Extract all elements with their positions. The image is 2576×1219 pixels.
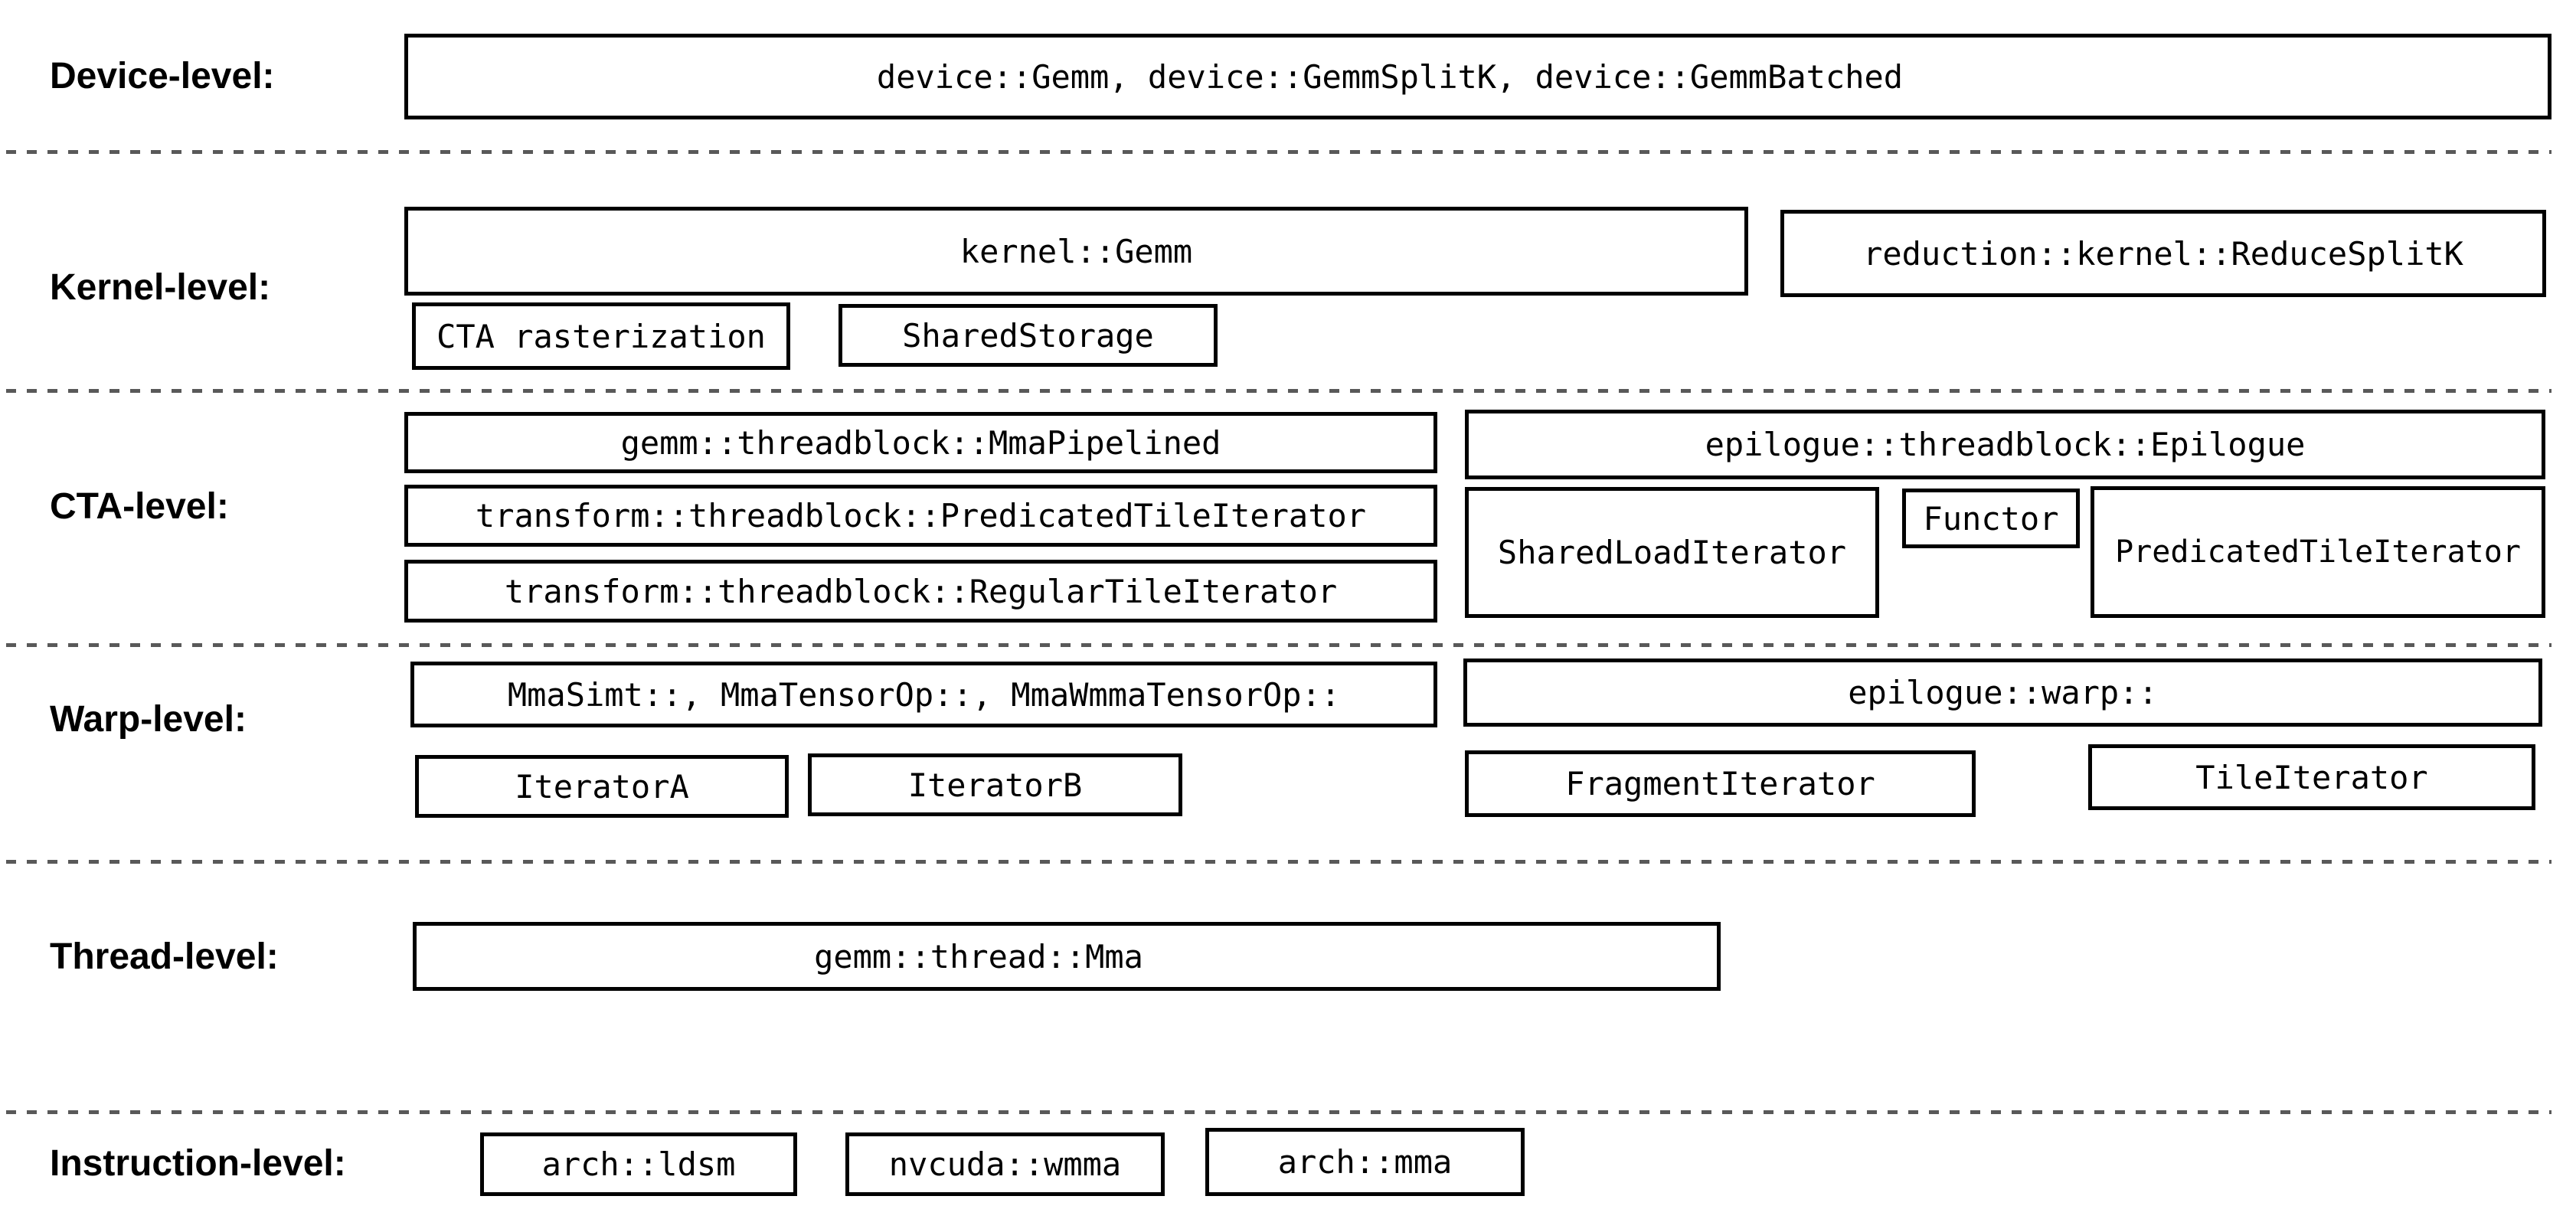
box-predicated-tile-iterator-epilogue: PredicatedTileIterator: [2091, 486, 2545, 618]
separator-warp-thread: [6, 860, 2551, 864]
level-label-instruction: Instruction-level:: [50, 1143, 346, 1184]
box-predicated-tile-iterator-epilogue-text: PredicatedTileIterator: [2115, 534, 2521, 570]
level-label-device: Device-level:: [50, 56, 275, 96]
box-cta-rasterization-text: CTA rasterization: [436, 317, 766, 355]
level-label-thread: Thread-level:: [50, 936, 279, 977]
box-kernel-gemm: kernel::Gemm: [404, 207, 1748, 296]
separator-cta-warp: [6, 643, 2551, 647]
level-label-cta: CTA-level:: [50, 486, 229, 527]
box-predicated-tile-iterator-cta-text: transform::threadblock::PredicatedTileIt…: [475, 497, 1367, 534]
box-regular-tile-iterator: transform::threadblock::RegularTileItera…: [404, 560, 1437, 623]
box-predicated-tile-iterator-cta: transform::threadblock::PredicatedTileIt…: [404, 485, 1437, 547]
separator-kernel-cta: [6, 389, 2551, 393]
box-tile-iterator: TileIterator: [2088, 744, 2535, 810]
level-label-warp: Warp-level:: [50, 699, 247, 740]
box-arch-ldsm-text: arch::ldsm: [541, 1145, 736, 1183]
level-label-kernel: Kernel-level:: [50, 267, 271, 308]
box-epilogue-warp: epilogue::warp::: [1463, 659, 2542, 727]
box-iterator-a: IteratorA: [415, 755, 789, 818]
box-fragment-iterator: FragmentIterator: [1465, 750, 1976, 817]
box-mma-warp-text: MmaSimt::, MmaTensorOp::, MmaWmmaTensorO…: [507, 675, 1341, 714]
box-regular-tile-iterator-text: transform::threadblock::RegularTileItera…: [504, 572, 1338, 610]
box-functor: Functor: [1902, 489, 2080, 548]
box-functor-text: Functor: [1923, 499, 2059, 538]
box-gemm-thread-mma: gemm::thread::Mma: [413, 922, 1721, 991]
box-shared-storage-text: SharedStorage: [902, 316, 1154, 355]
box-epilogue-warp-text: epilogue::warp::: [1848, 674, 2158, 711]
box-device-gemm: device::Gemm, device::GemmSplitK, device…: [404, 34, 2551, 119]
box-cta-rasterization: CTA rasterization: [412, 302, 790, 370]
box-shared-load-iterator: SharedLoadIterator: [1465, 487, 1879, 618]
box-device-gemm-text: device::Gemm, device::GemmSplitK, device…: [876, 57, 1904, 96]
box-nvcuda-wmma-text: nvcuda::wmma: [888, 1145, 1122, 1183]
separator-thread-instruction: [6, 1110, 2551, 1114]
box-shared-storage: SharedStorage: [839, 304, 1218, 367]
box-kernel-gemm-text: kernel::Gemm: [959, 232, 1193, 270]
box-iterator-b-text: IteratorB: [907, 766, 1083, 804]
box-reduce-splitk-text: reduction::kernel::ReduceSplitK: [1863, 234, 2463, 273]
box-tile-iterator-text: TileIterator: [2195, 758, 2428, 796]
box-arch-mma-text: arch::mma: [1277, 1143, 1453, 1181]
box-mma-pipelined-text: gemm::threadblock::MmaPipelined: [620, 423, 1221, 462]
box-fragment-iterator-text: FragmentIterator: [1565, 765, 1875, 802]
box-gemm-thread-mma-text: gemm::thread::Mma: [814, 937, 1143, 976]
box-iterator-b: IteratorB: [808, 753, 1182, 816]
box-mma-pipelined: gemm::threadblock::MmaPipelined: [404, 412, 1437, 473]
separator-device-kernel: [6, 150, 2551, 154]
box-reduce-splitk: reduction::kernel::ReduceSplitK: [1780, 210, 2546, 297]
box-mma-warp: MmaSimt::, MmaTensorOp::, MmaWmmaTensorO…: [410, 662, 1437, 727]
box-nvcuda-wmma: nvcuda::wmma: [845, 1132, 1165, 1196]
box-arch-mma: arch::mma: [1205, 1128, 1525, 1196]
box-shared-load-iterator-text: SharedLoadIterator: [1497, 534, 1847, 571]
box-epilogue-text: epilogue::threadblock::Epilogue: [1705, 426, 2306, 463]
box-iterator-a-text: IteratorA: [515, 767, 689, 806]
box-arch-ldsm: arch::ldsm: [480, 1132, 797, 1196]
box-epilogue: epilogue::threadblock::Epilogue: [1465, 410, 2545, 479]
